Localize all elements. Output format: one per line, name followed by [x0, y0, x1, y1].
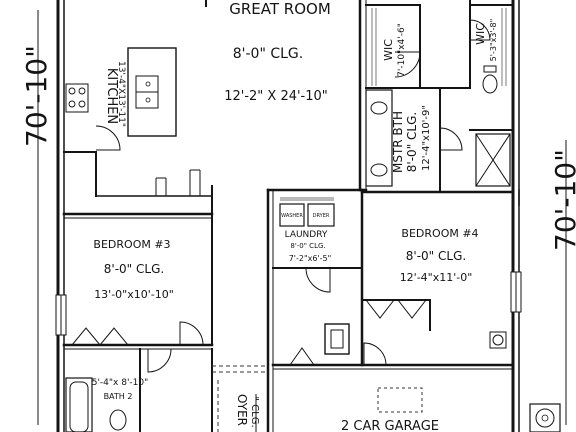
- kitchen-island: [127, 47, 177, 137]
- bath2-tub: [65, 377, 93, 432]
- garage-name: 2 CAR GARAGE: [341, 419, 439, 432]
- bedroom-4-ceiling: 8'-0" CLG.: [406, 249, 466, 263]
- wic-1: WIC 7'-10"x4'-6": [382, 23, 407, 77]
- foyer-ceiling: " CLG.: [249, 396, 260, 427]
- fixtures: [65, 47, 561, 432]
- bedroom-3-size: 13'-0"x10'-10": [94, 288, 174, 301]
- mstr-shower: [475, 133, 511, 187]
- wic-2: WIC 5'-3"x3'-8": [474, 19, 498, 62]
- right-dimension: 70'-10": [549, 140, 576, 425]
- washer-label: WASHER: [281, 213, 303, 219]
- garage-dashed-box: [377, 387, 423, 413]
- kitchen-size: 13'-4"X13'-11": [116, 61, 126, 127]
- doors: [71, 8, 507, 373]
- laundry-size: 7'-2"x6'-5": [289, 254, 332, 263]
- wic-2-name: WIC: [474, 23, 487, 45]
- kitchen-name: KITCHEN: [104, 68, 119, 124]
- great-room-size: 12'-2" X 24'-10": [224, 89, 328, 104]
- exterior-walls: [55, 0, 522, 432]
- kitchen-range: [65, 83, 89, 113]
- laundry-name: LAUNDRY: [285, 230, 328, 240]
- bedroom-4-name: BEDROOM #4: [401, 227, 478, 240]
- wic-1-size: 7'-10"x4'-6": [397, 23, 407, 77]
- water-heater: [324, 323, 350, 355]
- dryer: [307, 203, 335, 227]
- bedroom-4-size: 12'-4"x11'-0": [400, 271, 473, 284]
- master-bath: MSTR BTH 8'-0" CLG. 12'-4"x10'-9": [391, 105, 432, 173]
- garage-unit: [492, 334, 504, 346]
- great-room-ceiling: 8'-0" CLG.: [233, 46, 303, 62]
- foyer: OYER " CLG.: [235, 394, 260, 428]
- wic-2-size: 5'-3"x3'-8": [489, 19, 498, 62]
- left-dimension: 70'-10": [20, 10, 53, 425]
- right-dimension-label: 70'-10": [549, 149, 576, 251]
- mstr-bath-name: MSTR BTH: [391, 111, 405, 173]
- laundry-ceiling: 8'-0" CLG.: [290, 242, 325, 250]
- bedroom-3-ceiling: 8'-0" CLG.: [104, 262, 164, 276]
- mstr-toilet: [482, 74, 498, 94]
- mstr-bath-sink-lower: [370, 163, 388, 177]
- wic-1-name: WIC: [382, 39, 395, 61]
- bath-2: 5'-4"x 8'-10" BATH 2: [92, 378, 149, 401]
- mstr-bath-size: 12'-4"x10'-9": [421, 105, 432, 171]
- bath2-toilet: [109, 409, 127, 431]
- great-room-name: GREAT ROOM: [229, 0, 331, 18]
- bedroom-3-name: BEDROOM #3: [93, 238, 170, 251]
- garage: 2 CAR GARAGE: [341, 419, 439, 432]
- ac-condenser: [529, 403, 561, 432]
- kitchen: KITCHEN 13'-4"X13'-11": [104, 61, 126, 127]
- mstr-bath-sink-upper: [370, 101, 388, 115]
- bath-2-name: BATH 2: [104, 392, 133, 401]
- foyer-name: OYER: [235, 394, 249, 426]
- bath-2-size: 5'-4"x 8'-10": [92, 378, 149, 388]
- laundry: WASHER DRYER LAUNDRY 8'-0" CLG. 7'-2"x6'…: [281, 213, 331, 263]
- bedroom-3: BEDROOM #3 8'-0" CLG. 13'-0"x10'-10": [93, 238, 173, 301]
- interior-walls: [62, 0, 515, 432]
- bedroom-4: BEDROOM #4 8'-0" CLG. 12'-4"x11'-0": [400, 227, 479, 284]
- mstr-bath-ceiling: 8'-0" CLG.: [405, 112, 419, 172]
- washer: [279, 203, 305, 227]
- dryer-label: DRYER: [313, 213, 330, 219]
- left-dimension-label: 70'-10": [20, 45, 53, 147]
- great-room: GREAT ROOM 8'-0" CLG. 12'-2" X 24'-10": [224, 0, 331, 104]
